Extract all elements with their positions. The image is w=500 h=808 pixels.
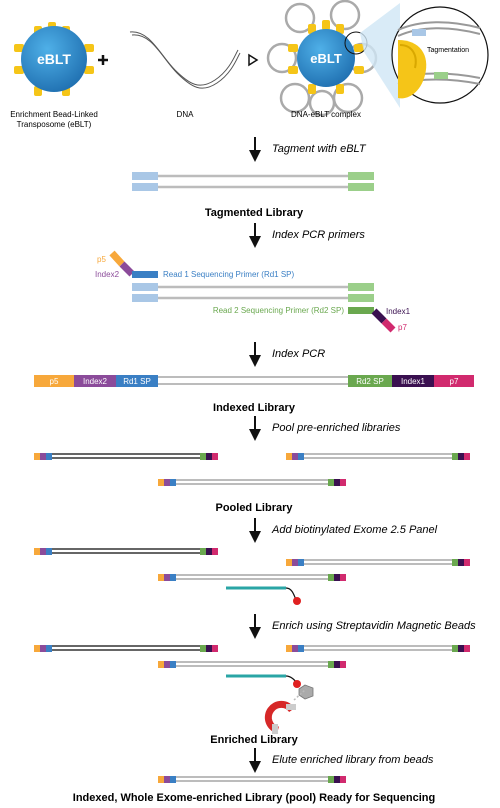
library-fragment bbox=[34, 548, 218, 555]
bead-caption-line2: Transposome (eBLT) bbox=[17, 120, 92, 129]
title-indexed: Indexed Library bbox=[213, 402, 296, 414]
step-tagment: Tagment with eBLT bbox=[272, 143, 367, 155]
hybridized-fragments bbox=[34, 548, 470, 581]
complex-transposomes bbox=[288, 20, 364, 94]
primer-annealing bbox=[109, 250, 396, 333]
step-index-pcr: Index PCR bbox=[272, 348, 325, 360]
pooled-fragments bbox=[34, 453, 470, 486]
indexed-library-bar bbox=[34, 375, 474, 387]
step-pool: Pool pre-enriched libraries bbox=[272, 422, 401, 434]
tagmentation-zoom: Tagmentation bbox=[360, 3, 489, 108]
library-fragment bbox=[34, 453, 218, 460]
biotinylated-probe bbox=[226, 586, 301, 605]
bead-label: eBLT bbox=[37, 51, 71, 67]
library-fragment bbox=[286, 453, 470, 460]
zoom-label: Tagmentation bbox=[427, 47, 469, 54]
step-elute: Elute enriched library from beads bbox=[272, 754, 434, 766]
streptavidin-bead-icon bbox=[298, 684, 314, 700]
seg-rd1: Rd1 SP bbox=[123, 377, 151, 386]
enrichment-fragments bbox=[34, 645, 470, 668]
seg-index1: Index1 bbox=[401, 377, 426, 386]
library-fragment bbox=[158, 661, 346, 668]
biotin-icon bbox=[293, 680, 301, 688]
dna-strand bbox=[129, 31, 241, 89]
final-fragment bbox=[158, 776, 346, 783]
bead-caption-line1: Enrichment Bead-Linked bbox=[10, 110, 98, 119]
library-fragment bbox=[158, 776, 346, 783]
complex-caption: DNA-eBLT complex bbox=[291, 110, 361, 119]
title-final: Indexed, Whole Exome-enriched Library (p… bbox=[73, 792, 435, 804]
label-read2: Read 2 Sequencing Primer (Rd2 SP) bbox=[213, 306, 345, 315]
label-read1: Read 1 Sequencing Primer (Rd1 SP) bbox=[163, 270, 295, 279]
library-fragment bbox=[158, 574, 346, 581]
seg-p7: p7 bbox=[450, 377, 459, 386]
label-index1: Index1 bbox=[386, 307, 411, 316]
seg-p5: p5 bbox=[50, 377, 59, 386]
seg-index2: Index2 bbox=[83, 377, 108, 386]
biotin-icon bbox=[293, 597, 301, 605]
captured-probe bbox=[226, 674, 314, 701]
plus-icon bbox=[98, 55, 108, 65]
triangle-arrow-icon bbox=[248, 53, 259, 67]
title-pooled: Pooled Library bbox=[215, 502, 293, 514]
library-fragment bbox=[158, 479, 346, 486]
title-tagmented: Tagmented Library bbox=[205, 207, 304, 219]
library-fragment bbox=[286, 559, 470, 566]
ebl-bead: eBLT bbox=[14, 22, 94, 96]
step-add-panel: Add biotinylated Exome 2.5 Panel bbox=[271, 524, 438, 536]
label-p5: p5 bbox=[97, 255, 106, 264]
tagmented-fragment bbox=[132, 172, 374, 191]
label-p7: p7 bbox=[398, 323, 407, 332]
label-index2: Index2 bbox=[95, 270, 120, 279]
dna-caption: DNA bbox=[177, 110, 195, 119]
bead-circle bbox=[21, 26, 87, 92]
complex-label: eBLT bbox=[310, 51, 342, 66]
library-fragment bbox=[286, 645, 470, 652]
step-enrich: Enrich using Streptavidin Magnetic Beads bbox=[272, 620, 476, 632]
title-enriched: Enriched Library bbox=[210, 734, 298, 746]
dna-eblt-complex: eBLT bbox=[266, 0, 378, 117]
step-index-primers: Index PCR primers bbox=[272, 229, 365, 241]
seg-rd2: Rd2 SP bbox=[356, 377, 384, 386]
library-fragment bbox=[34, 645, 218, 652]
magnet-icon bbox=[264, 700, 296, 734]
